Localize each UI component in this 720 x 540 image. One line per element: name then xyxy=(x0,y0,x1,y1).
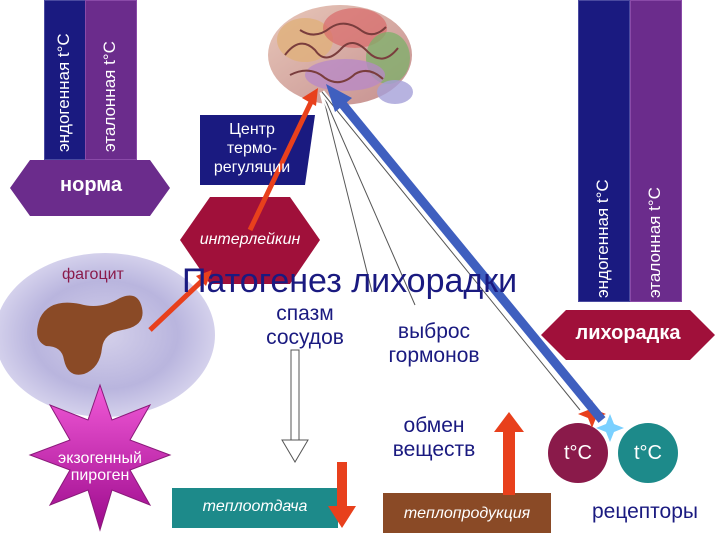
phagocyte-label: фагоцит xyxy=(62,266,124,283)
heat-production-box xyxy=(383,493,551,533)
brain-image xyxy=(268,5,413,105)
receptor-temp-label-1: t°C xyxy=(564,442,592,464)
vasospasm-label: спазм сосудов xyxy=(266,302,344,349)
thermoregulation-label: Центр термо-регуляции xyxy=(213,121,291,176)
arrow-to-vasospasm xyxy=(319,91,375,293)
heat-production-label: теплопродукция xyxy=(403,505,531,522)
fever-shape xyxy=(541,310,715,360)
fever-label: лихорадка xyxy=(575,322,681,344)
hormone-release-label: выброс гормонов xyxy=(388,320,480,367)
left-endogenous-bar xyxy=(44,0,86,160)
arrow-receptor-to-brain xyxy=(326,84,606,423)
arrow-heat-production-up xyxy=(494,412,524,495)
receptor-sparkle-2 xyxy=(596,414,624,442)
thermoregulation-box xyxy=(200,115,315,185)
receptor-circle-2 xyxy=(618,423,678,483)
heat-loss-label: теплоотдача xyxy=(202,498,308,515)
norm-shape xyxy=(10,160,170,216)
pyrogen-star xyxy=(28,383,172,532)
arrow-to-receptor xyxy=(320,90,582,412)
interleukin-label: интерлейкин xyxy=(199,231,301,248)
page-title: Патогенез лихорадки xyxy=(182,262,518,300)
exogenous-pyrogen-label: экзогенный пироген xyxy=(58,450,142,484)
arrow-interleukin-to-brain xyxy=(247,88,318,232)
phagocyte-nucleus xyxy=(37,295,143,375)
right-reference-bar xyxy=(630,0,682,302)
heat-loss-box xyxy=(172,488,338,528)
norm-label: норма xyxy=(60,174,122,196)
right-endogenous-bar xyxy=(578,0,630,302)
arrow-vasospasm-down xyxy=(281,349,309,463)
receptors-label: рецепторы xyxy=(591,500,699,523)
left-reference-bar xyxy=(85,0,137,160)
receptor-circle-1 xyxy=(548,423,608,483)
interleukin-shape xyxy=(180,197,320,284)
arrow-heat-loss-down xyxy=(328,462,356,528)
arrow-to-hormones xyxy=(319,90,418,307)
receptor-temp-label-2: t°C xyxy=(634,442,662,464)
arrow-phagocyte-to-interleukin xyxy=(148,270,212,332)
metabolism-label: обмен веществ xyxy=(392,414,476,461)
